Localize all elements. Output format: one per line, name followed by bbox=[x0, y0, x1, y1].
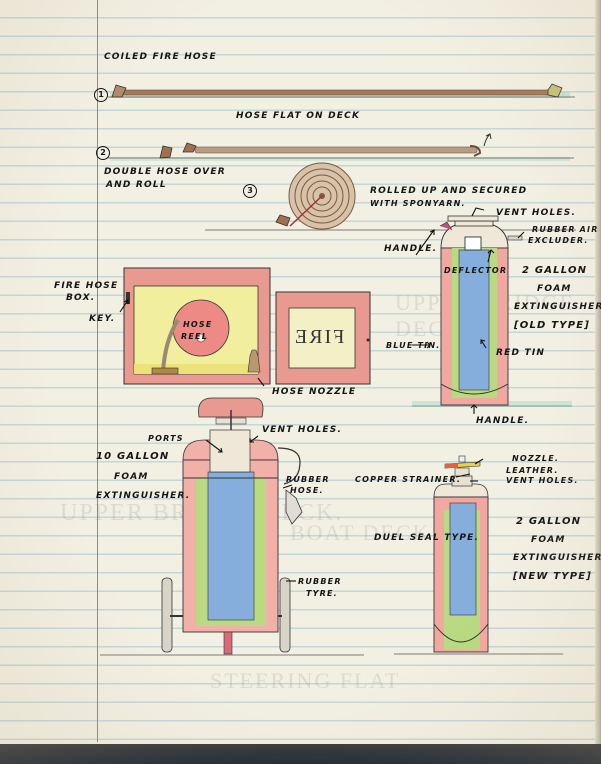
label-nozzle: NOZZLE. bbox=[512, 454, 560, 463]
label-vent-holes-10gal: VENT HOLES. bbox=[262, 425, 343, 435]
label-arrows bbox=[119, 207, 525, 582]
hose-rolled-drawing bbox=[205, 162, 576, 231]
old-extinguisher-drawing bbox=[412, 215, 572, 407]
label-excluder: EXCLUDER. bbox=[528, 236, 589, 245]
label-rubber-tyre-2: TYRE. bbox=[306, 589, 338, 598]
title-10-gallon: 10 GALLON bbox=[96, 451, 170, 462]
title-new-type: [NEW TYPE] bbox=[513, 571, 593, 582]
title-10gal-extinguisher: EXTINGUISHER. bbox=[96, 491, 191, 501]
label-leather: LEATHER. bbox=[506, 466, 559, 475]
step-number-1: 1 bbox=[94, 88, 108, 102]
door-fire-sign: FIRE bbox=[293, 326, 345, 348]
bleed-through-text: BOAT DECK bbox=[290, 520, 431, 545]
ten-gallon-extinguisher-drawing bbox=[100, 397, 364, 656]
caption-rolled-up: ROLLED UP AND SECURED bbox=[370, 186, 528, 196]
label-hose-nozzle: HOSE NOZZLE bbox=[272, 387, 357, 397]
label-rubber-tyre-1: RUBBER bbox=[298, 577, 342, 586]
caption-double-hose: DOUBLE HOSE OVER bbox=[104, 167, 226, 177]
title-old-type: [OLD TYPE] bbox=[514, 320, 591, 331]
label-deflector: DEFLECTOR bbox=[444, 266, 508, 275]
title-old-foam: FOAM bbox=[537, 284, 572, 294]
caption-sponyarn: WITH SPONYARN. bbox=[370, 199, 466, 208]
label-reel: REEL bbox=[181, 332, 208, 341]
label-ports: PORTS bbox=[148, 434, 184, 443]
section-title-coiled-fire-hose: COILED FIRE HOSE bbox=[104, 52, 217, 62]
step-number-3: 3 bbox=[243, 184, 257, 198]
title-new-foam: FOAM bbox=[531, 535, 566, 545]
fire-hose-box-drawing bbox=[123, 267, 371, 385]
label-handle-top: HANDLE. bbox=[384, 244, 438, 254]
new-extinguisher-drawing bbox=[394, 455, 563, 655]
title-new-2-gallon: 2 GALLON bbox=[516, 516, 582, 527]
label-box: BOX. bbox=[66, 293, 96, 303]
label-red-tin: RED TIN bbox=[496, 348, 546, 358]
label-handle-bottom: HANDLE. bbox=[476, 416, 530, 426]
label-key: KEY. bbox=[89, 314, 116, 324]
label-blue-tin: BLUE TIN. bbox=[386, 341, 441, 350]
label-duel-seal: DUEL SEAL TYPE. bbox=[374, 533, 480, 543]
page-bottom-edge bbox=[0, 744, 601, 764]
margin-line bbox=[97, 0, 98, 742]
caption-and-roll: AND ROLL bbox=[106, 180, 167, 190]
hose-doubled-drawing bbox=[108, 133, 574, 161]
label-rubber-hose-1: RUBBER bbox=[286, 475, 330, 484]
label-vent-holes-new: VENT HOLES. bbox=[506, 476, 579, 485]
title-10gal-foam: FOAM bbox=[114, 472, 149, 482]
label-fire-hose: FIRE HOSE bbox=[54, 281, 119, 291]
bleed-through-text: STEERING FLAT bbox=[210, 668, 401, 693]
label-rubber-air: RUBBER AIR bbox=[532, 225, 599, 234]
page-edge bbox=[595, 0, 601, 764]
title-old-2-gallon: 2 GALLON bbox=[522, 265, 588, 276]
hose-flat-drawing bbox=[108, 83, 575, 98]
step-number-2: 2 bbox=[96, 146, 110, 160]
title-old-extinguisher: EXTINGUISHER bbox=[514, 302, 601, 312]
title-new-extinguisher: EXTINGUISHER bbox=[513, 553, 601, 563]
caption-hose-flat: HOSE FLAT ON DECK bbox=[236, 111, 361, 121]
label-reel-hose: HOSE bbox=[183, 320, 213, 329]
label-copper-strainer: COPPER STRAINER. bbox=[355, 475, 462, 484]
label-vent-holes-old: VENT HOLES. bbox=[496, 208, 577, 218]
label-rubber-hose-2: HOSE. bbox=[290, 486, 324, 495]
